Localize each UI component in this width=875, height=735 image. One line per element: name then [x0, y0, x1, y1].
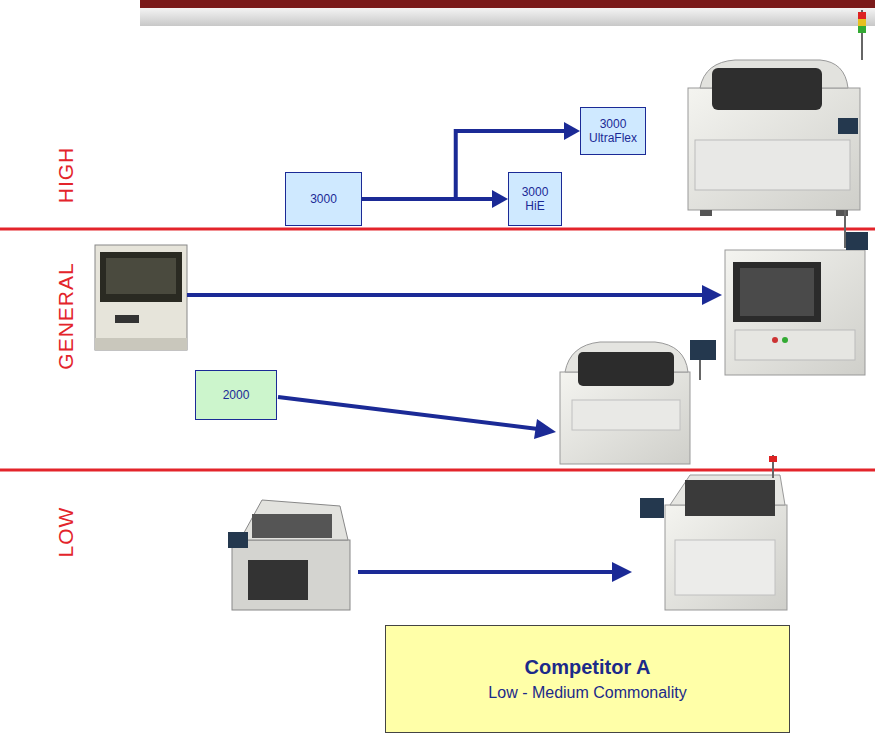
machine-photo [640, 455, 787, 610]
node-title: 3000 UltraFlex [585, 117, 641, 146]
model-box: 2000 [195, 370, 277, 420]
model-box: 3000 HiE [508, 172, 562, 226]
model-box: 3000 [285, 172, 362, 226]
separator-line [0, 228, 875, 231]
machine-photo [688, 10, 866, 216]
machine-photo [560, 340, 716, 464]
flow-connector [362, 190, 508, 208]
node-title: 3000 HiE [513, 185, 557, 214]
node-title: 3000 [310, 192, 337, 206]
machine-photo [95, 245, 187, 350]
legend-box: Competitor A Low - Medium Commonality [385, 625, 790, 733]
node-title: Competitor A [525, 655, 651, 679]
arrow-head [492, 190, 508, 208]
machine-photo [228, 500, 350, 610]
model-box: 3000 UltraFlex [580, 107, 646, 155]
tier-label: HIGH [54, 147, 78, 204]
machine-photo [725, 210, 868, 375]
node-subtitle: Low - Medium Commonality [488, 683, 686, 702]
tier-label: GENERAL [54, 262, 78, 369]
separator-line [0, 469, 875, 472]
arrow-head [564, 122, 580, 140]
tier-label: LOW [54, 507, 78, 558]
header-bar [140, 0, 875, 26]
connector-line [362, 197, 492, 201]
node-title: 2000 [223, 388, 250, 402]
flow-arrow [187, 285, 722, 582]
